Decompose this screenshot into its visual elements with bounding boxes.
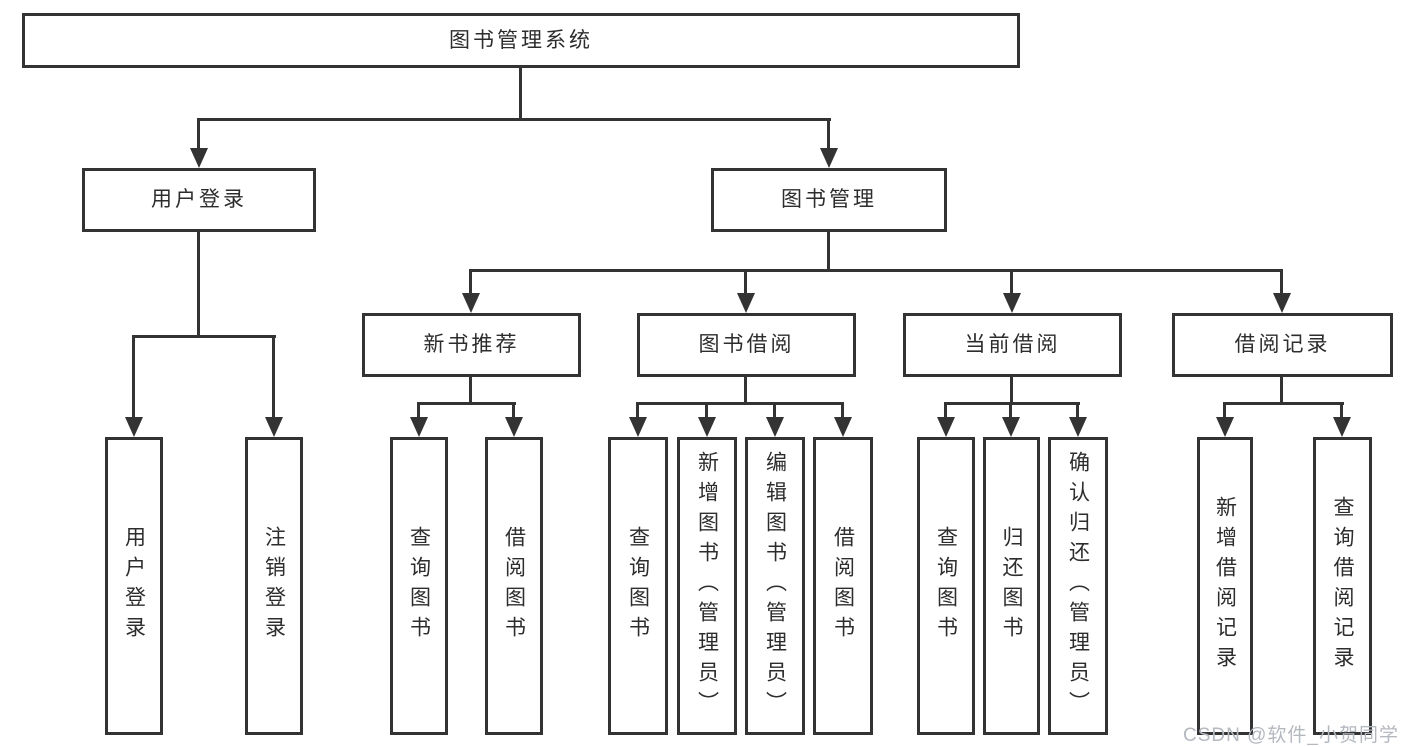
arrow-down-icon — [698, 417, 716, 437]
connector-line — [1010, 269, 1013, 295]
connector-line — [744, 377, 747, 404]
arrow-down-icon — [265, 417, 283, 437]
connector-line — [132, 335, 276, 338]
connector-line — [944, 402, 947, 419]
node-user-login: 用户登录 — [82, 168, 316, 232]
connector-line — [636, 402, 844, 405]
arrow-down-icon — [820, 148, 838, 168]
connector-line — [1009, 402, 1012, 419]
arrow-down-icon — [766, 417, 784, 437]
connector-line — [827, 118, 830, 151]
connector-line — [841, 402, 844, 419]
leaf-add-borrow-record: 新增借阅记录 — [1197, 437, 1253, 735]
leaf-query-books-recommend: 查询图书 — [390, 437, 448, 735]
connector-line — [1280, 377, 1283, 404]
arrow-down-icon — [462, 293, 480, 313]
arrow-down-icon — [1069, 417, 1087, 437]
connector-line — [1340, 402, 1343, 419]
watermark: CSDN @软件_小贺同学 — [1183, 725, 1399, 746]
arrow-down-icon — [1003, 293, 1021, 313]
connector-line — [773, 402, 776, 419]
leaf-logout: 注销登录 — [245, 437, 303, 735]
node-current-borrowing: 当前借阅 — [903, 313, 1122, 377]
leaf-add-books-admin: 新增图书（管理员） — [677, 437, 737, 735]
connector-line — [944, 402, 1080, 405]
node-new-book-recommend: 新书推荐 — [362, 313, 581, 377]
connector-line — [512, 402, 515, 419]
leaf-edit-books-admin: 编辑图书（管理员） — [745, 437, 805, 735]
connector-line — [519, 68, 522, 118]
leaf-borrow-books-recommend: 借阅图书 — [485, 437, 543, 735]
arrow-down-icon — [737, 293, 755, 313]
node-library-management-system: 图书管理系统 — [22, 13, 1020, 68]
node-borrowing-records: 借阅记录 — [1172, 313, 1393, 377]
arrow-down-icon — [1216, 417, 1234, 437]
connector-line — [197, 118, 200, 151]
leaf-borrow-books: 借阅图书 — [813, 437, 873, 735]
connector-line — [1223, 402, 1226, 419]
node-book-borrowing: 图书借阅 — [637, 313, 856, 377]
connector-line — [470, 269, 1283, 272]
arrow-down-icon — [629, 417, 647, 437]
connector-line — [417, 402, 420, 419]
arrow-down-icon — [834, 417, 852, 437]
connector-line — [469, 377, 472, 404]
arrow-down-icon — [1273, 293, 1291, 313]
arrow-down-icon — [1002, 417, 1020, 437]
leaf-query-books-borrowing: 查询图书 — [608, 437, 668, 735]
leaf-return-books: 归还图书 — [983, 437, 1040, 735]
connector-line — [417, 402, 516, 405]
leaf-query-books-current: 查询图书 — [917, 437, 975, 735]
connector-line — [1010, 377, 1013, 404]
arrow-down-icon — [410, 417, 428, 437]
connector-line — [272, 335, 275, 419]
connector-line — [827, 232, 830, 272]
arrow-down-icon — [190, 148, 208, 168]
leaf-confirm-return-admin: 确认归还（管理员） — [1048, 437, 1108, 735]
arrow-down-icon — [937, 417, 955, 437]
connector-line — [469, 269, 472, 295]
leaf-query-borrow-record: 查询借阅记录 — [1313, 437, 1372, 735]
connector-line — [197, 232, 200, 337]
connector-line — [1280, 269, 1283, 295]
connector-line — [132, 335, 135, 419]
arrow-down-icon — [505, 417, 523, 437]
leaf-user-login: 用户登录 — [105, 437, 163, 735]
connector-line — [636, 402, 639, 419]
arrow-down-icon — [1333, 417, 1351, 437]
arrow-down-icon — [125, 417, 143, 437]
connector-line — [197, 118, 831, 121]
connector-line — [705, 402, 708, 419]
connector-line — [1223, 402, 1344, 405]
connector-line — [1076, 402, 1079, 419]
node-book-management: 图书管理 — [711, 168, 947, 232]
connector-line — [744, 269, 747, 295]
